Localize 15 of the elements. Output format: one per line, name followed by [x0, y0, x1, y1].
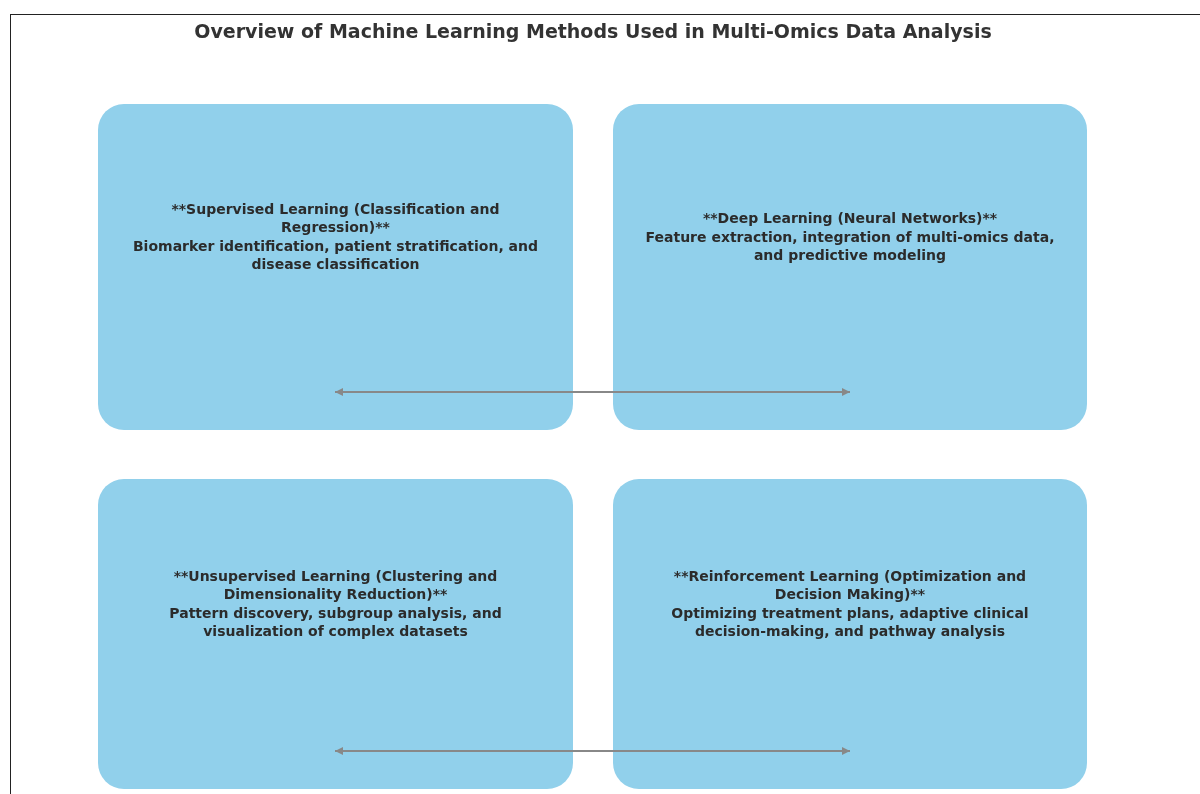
method-box [98, 479, 573, 789]
method-description: Feature extraction, integration of multi-omics data, and predictive modeling [644, 229, 1056, 265]
method-description: Optimizing treatment plans, adaptive clinical decision-making, and pathway analysis [670, 605, 1030, 640]
double-arrow [334, 747, 851, 755]
method-heading: **Unsupervised Learning (Clustering and Dimensionality Reduction)** [172, 568, 499, 603]
method-heading: **Deep Learning (Neural Networks)** [702, 209, 998, 228]
method-description: Pattern discovery, subgroup analysis, and visualization of complex datasets [168, 605, 503, 640]
method-heading: **Reinforcement Learning (Optimization and Decision Making)** [672, 568, 1028, 603]
method-description: Biomarker identification, patient stratification, and disease classification [131, 238, 540, 273]
method-box [98, 104, 573, 430]
diagram-title: Overview of Machine Learning Methods Used in Multi-Omics Data Analysis [193, 20, 993, 42]
method-box [613, 479, 1087, 789]
method-heading: **Supervised Learning (Classification and Regression)** [170, 201, 501, 236]
method-box [613, 104, 1087, 430]
double-arrow [334, 388, 851, 396]
